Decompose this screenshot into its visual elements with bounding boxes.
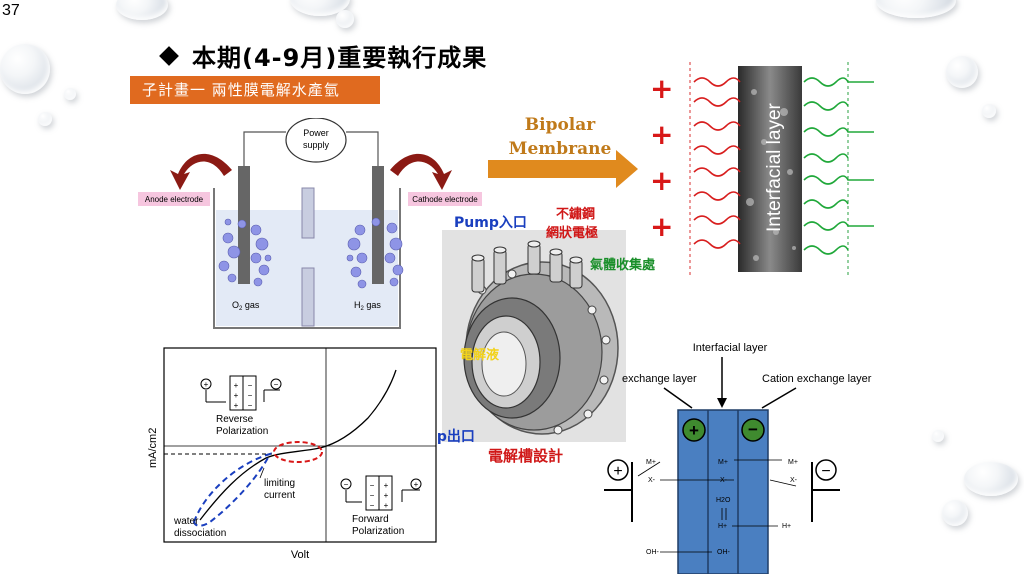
svg-text:H2O: H2O [716, 497, 731, 504]
cathode-curved-arrow [390, 153, 452, 190]
bipolar-membrane-arrow [488, 150, 638, 188]
membrane-layers-diagram: Interfacial layer exchange layer Cation … [604, 342, 872, 574]
svg-text:−: − [748, 420, 758, 439]
plus-sign: + [650, 210, 674, 243]
svg-text:O2 gas: O2 gas [232, 300, 260, 312]
svg-text:+: + [384, 501, 389, 510]
slide-title-text: 本期(4-9月)重要執行成果 [192, 44, 488, 72]
cation-exchange-label: Cation exchange layer [762, 373, 872, 385]
svg-text:+: + [689, 421, 699, 440]
svg-text:+: + [414, 480, 419, 489]
power-supply-label: Power [303, 128, 329, 138]
svg-text:dissociation: dissociation [174, 528, 226, 539]
svg-text:X-: X- [790, 477, 798, 484]
water-drop-decoration [876, 0, 956, 18]
x-axis-label: Volt [291, 549, 309, 561]
water-drop-decoration [964, 462, 1018, 496]
water-drop-decoration [942, 500, 968, 526]
anion-exchange-label: exchange layer [622, 373, 697, 385]
water-drop-decoration [336, 10, 354, 28]
electrode-label: 不鏽鋼 [556, 207, 596, 222]
svg-text:+: + [234, 391, 239, 400]
water-drop-decoration [946, 56, 978, 88]
y-axis-label: mA/cm2 [147, 428, 159, 468]
svg-text:+: + [234, 381, 239, 390]
limiting-current-highlight [273, 441, 323, 463]
slide-title: 本期(4-9月)重要執行成果 [159, 38, 488, 73]
water-dissociation-highlight [192, 452, 272, 527]
svg-text:−: − [248, 391, 253, 400]
water-drop-decoration [38, 112, 52, 126]
svg-text:M+: M+ [646, 459, 656, 466]
reverse-polarization-icon: + +++ −−− − [200, 375, 282, 411]
svg-text:M+: M+ [788, 459, 798, 466]
electrolyte-label: 電解液 [460, 348, 500, 363]
svg-text:water: water [173, 516, 199, 527]
bipolar-membrane-label: Bipolar Membrane [508, 115, 612, 159]
svg-text:Polarization: Polarization [216, 426, 268, 437]
svg-text:Reverse: Reverse [216, 414, 254, 425]
svg-text:−: − [248, 401, 253, 410]
plus-sign: + [650, 118, 674, 151]
svg-text:Forward: Forward [352, 514, 389, 525]
pump-inlet-label: Pump入口 [454, 215, 527, 231]
water-drop-decoration [290, 0, 350, 16]
svg-text:+: + [613, 463, 622, 480]
cathode-electrode-label: Cathode electrode [412, 195, 478, 204]
electrolysis-schematic: Power supply O2 gas H2 gas Anode electro… [138, 118, 482, 329]
interfacial-layer-label: Interfacial layer [764, 102, 785, 232]
slide-number: 37 [2, 2, 20, 19]
svg-text:−: − [344, 480, 349, 489]
gas-collector-label: 氣體收集處 [590, 258, 656, 273]
subproject-label: 子計畫一 兩性膜電解水產氫 [130, 76, 380, 104]
svg-text:H2 gas: H2 gas [354, 300, 381, 312]
svg-text:X-: X- [648, 477, 656, 484]
cell-design-caption: 電解槽設計 [488, 447, 564, 465]
iv-curve-graph: + +++ −−− − Reverse Polarization − −−− +… [147, 347, 437, 561]
svg-text:+: + [204, 380, 209, 389]
water-drop-decoration [0, 44, 50, 94]
anode-electrode-label: Anode electrode [145, 195, 204, 204]
electrode-label: 網狀電極 [546, 226, 599, 241]
electrolyzer-cell-illustration [442, 230, 626, 442]
plus-sign: + [650, 72, 674, 105]
svg-text:H+: H+ [782, 523, 791, 530]
interfacial-layer-title: Interfacial layer [693, 342, 768, 354]
svg-text:OH-: OH- [646, 549, 660, 556]
svg-text:H+: H+ [718, 523, 727, 530]
svg-text:−: − [370, 491, 375, 500]
diamond-bullet-icon [159, 46, 179, 66]
plus-sign: + [650, 164, 674, 197]
water-drop-decoration [116, 0, 168, 20]
svg-text:−: − [821, 463, 830, 480]
svg-text:Polarization: Polarization [352, 526, 404, 537]
svg-text:+: + [384, 491, 389, 500]
membrane-micrograph: Interfacial layer [689, 62, 874, 276]
water-drop-decoration [64, 88, 76, 100]
svg-text:+: + [384, 481, 389, 490]
hydrogen-bubbles [346, 217, 404, 289]
water-drop-decoration [982, 104, 996, 118]
power-supply-label: supply [303, 140, 330, 150]
svg-text:+: + [234, 401, 239, 410]
svg-text:−: − [370, 501, 375, 510]
svg-text:OH-: OH- [717, 549, 731, 556]
svg-text:M+: M+ [718, 459, 728, 466]
svg-text:−: − [248, 381, 253, 390]
svg-text:X-: X- [720, 477, 728, 484]
svg-text:current: current [264, 490, 295, 501]
oxygen-bubbles [218, 218, 272, 287]
forward-polarization-icon: − −−− +++ + [340, 475, 422, 511]
svg-text:−: − [274, 380, 279, 389]
svg-text:−: − [370, 481, 375, 490]
water-drop-decoration [932, 430, 944, 442]
anode-curved-arrow [170, 153, 232, 190]
svg-text:limiting: limiting [264, 478, 295, 489]
